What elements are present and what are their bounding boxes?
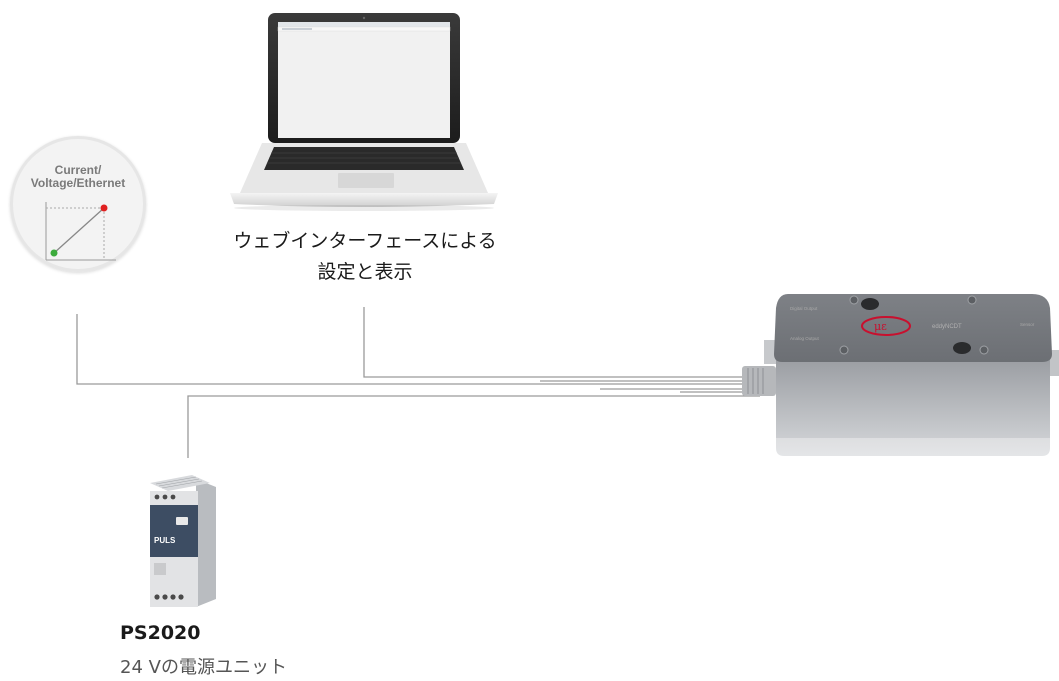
wire-output — [76, 314, 760, 385]
start-point-icon — [50, 249, 58, 257]
controller-label-digital: Digital Output — [790, 306, 818, 311]
psu-model: PS2020 — [120, 622, 201, 644]
psu-brand-label: PULS — [154, 536, 176, 545]
din-rail-power-supply-icon: PULS — [150, 475, 216, 607]
psu-description: 24 Vの電源ユニット — [120, 657, 287, 678]
micro-epsilon-logo-icon — [861, 316, 911, 336]
controller-label-analog: Analog Output — [790, 336, 820, 341]
laptop-icon — [230, 13, 498, 211]
linear-output-graph-icon — [45, 202, 116, 261]
svg-text:με: με — [874, 320, 887, 333]
controller-label-sensor: Sensor — [1020, 322, 1035, 327]
wire-laptop — [363, 307, 760, 378]
laptop-caption: ウェブインターフェースによる 設定と表示 — [205, 226, 525, 288]
laptop-caption-line2: 設定と表示 — [317, 261, 413, 283]
wire-power — [187, 395, 760, 458]
laptop-caption-line1: ウェブインターフェースによる — [233, 230, 497, 252]
end-point-icon — [100, 204, 108, 212]
output-badge: Current/ Voltage/Ethernet — [10, 136, 146, 272]
controller-brand-label: eddyNCDT — [932, 324, 962, 330]
sensor-controller-box-icon: με eddyNCDT Digital Output Analog Output… — [742, 294, 1059, 463]
output-badge-title: Current/ Voltage/Ethernet — [30, 163, 126, 190]
